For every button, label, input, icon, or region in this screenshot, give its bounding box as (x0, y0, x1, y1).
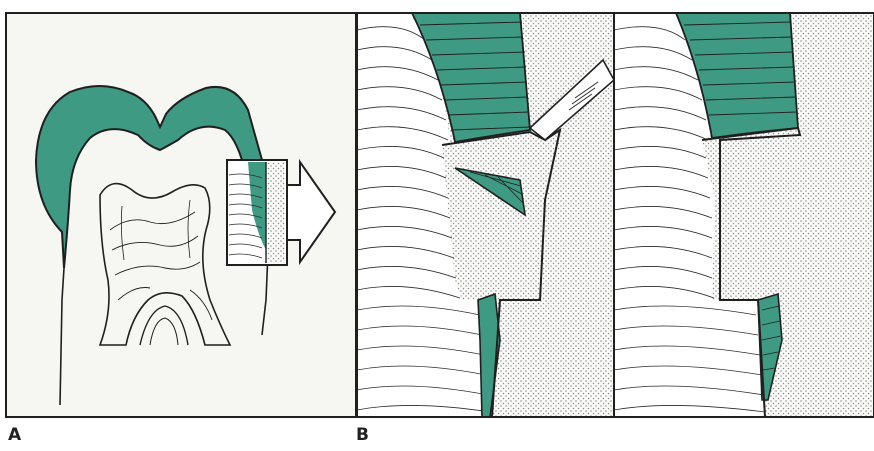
figure-label-a: A (8, 425, 21, 445)
panel-b-detail-1 (357, 13, 614, 417)
panel-b-detail-2 (614, 13, 874, 417)
figure-label-b: B (356, 425, 369, 445)
panel-a (6, 13, 356, 417)
inset-box (227, 160, 287, 265)
